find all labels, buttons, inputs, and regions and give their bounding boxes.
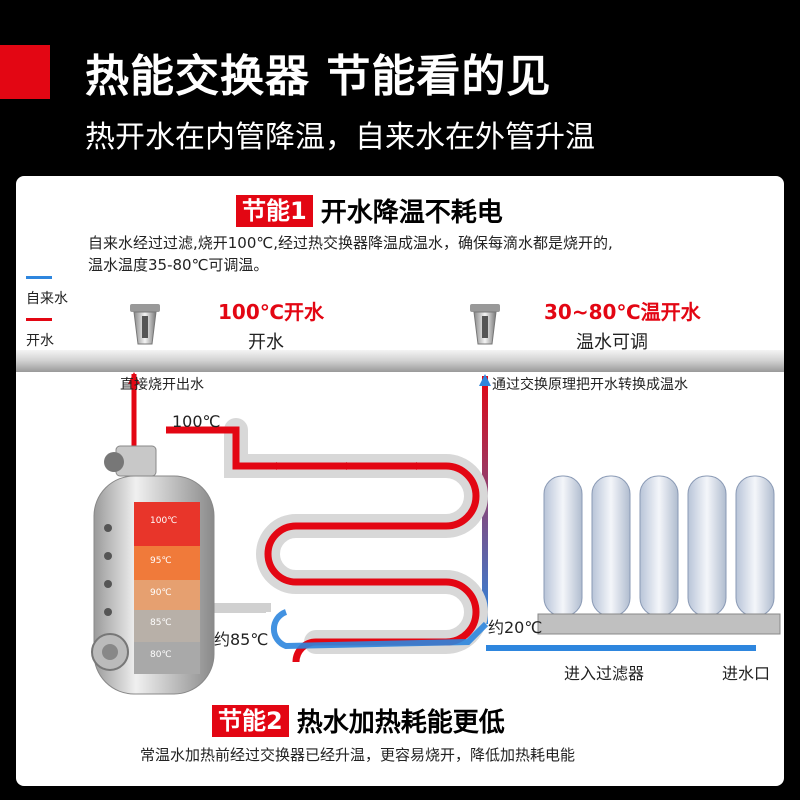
temp-20-label: 约20℃ (488, 618, 543, 637)
page-title: 热能交换器 节能看的见 (85, 51, 552, 102)
section1-tag: 节能1 (236, 194, 313, 227)
legend-cold-label: 自来水 (26, 291, 68, 307)
main-pipe (16, 350, 784, 372)
section1-title: 开水降温不耗电 (320, 198, 503, 228)
section1-heading: 节能1 开水降温不耗电 (236, 192, 503, 229)
left-tap-label: 开水 (248, 332, 284, 353)
section1-desc-line2: 温水温度35-80℃可调温。 (88, 256, 269, 274)
diagram-panel: 节能1 开水降温不耗电 自来水经过过滤,烧开100℃,经过热交换器降温成温水，确… (16, 176, 784, 786)
section2-title: 热水加热耗能更低 (296, 708, 505, 738)
warm-outlet-arrow (479, 374, 491, 386)
right-tap-label: 温水可调 (576, 332, 648, 353)
tank-level-100-label: 100℃ (150, 516, 178, 526)
tank-return-pipe (211, 603, 271, 613)
tank-level-100 (134, 502, 200, 546)
section2-desc: 常温水加热前经过交换器已经升温，更容易烧开，降低加热耗电能 (140, 746, 576, 764)
right-tap-icon (470, 304, 500, 345)
tank-level-85-label: 85℃ (150, 618, 172, 628)
exchanger-flow-arrows (276, 462, 424, 470)
left-tap-icon (130, 304, 160, 345)
page-subtitle: 热开水在内管降温，自来水在外管升温 (85, 120, 595, 155)
legend-hot-line (26, 318, 52, 321)
right-tap-temp: 30~80℃温开水 (544, 300, 701, 324)
filter-inlet-label: 进入过滤器 (564, 664, 645, 683)
tank-level-80-label: 80℃ (150, 650, 172, 660)
filter-units (537, 475, 781, 635)
water-inlet-label: 进水口 (722, 664, 771, 683)
section1-desc-line1: 自来水经过过滤,烧开100℃,经过热交换器降温成温水，确保每滴水都是烧开的, (88, 234, 613, 252)
flow-diagram (16, 304, 784, 695)
tank-level-90 (134, 580, 200, 610)
tank-level-95 (134, 546, 200, 580)
boil-outlet-note: 直接烧开出水 (120, 377, 204, 393)
temp-85-label: 约85℃ (214, 630, 269, 649)
header-accent-block (0, 45, 50, 99)
legend-cold-line (26, 276, 52, 279)
boil-outlet-arrow (128, 372, 140, 384)
legend-hot-label: 开水 (26, 333, 54, 349)
tank-level-85 (134, 610, 200, 642)
tank-level-95-label: 95℃ (150, 556, 172, 566)
left-tap-temp: 100℃开水 (218, 300, 324, 324)
tank-level-90-label: 90℃ (150, 588, 172, 598)
temp-100-label: 100℃ (172, 412, 221, 431)
section2-tag: 节能2 (212, 704, 289, 737)
section2-heading: 节能2 热水加热耗能更低 (212, 702, 505, 739)
tank-level-80 (134, 642, 200, 674)
exchanger-cold-tube (270, 609, 489, 650)
exchange-note: 通过交换原理把开水转换成温水 (492, 377, 688, 393)
